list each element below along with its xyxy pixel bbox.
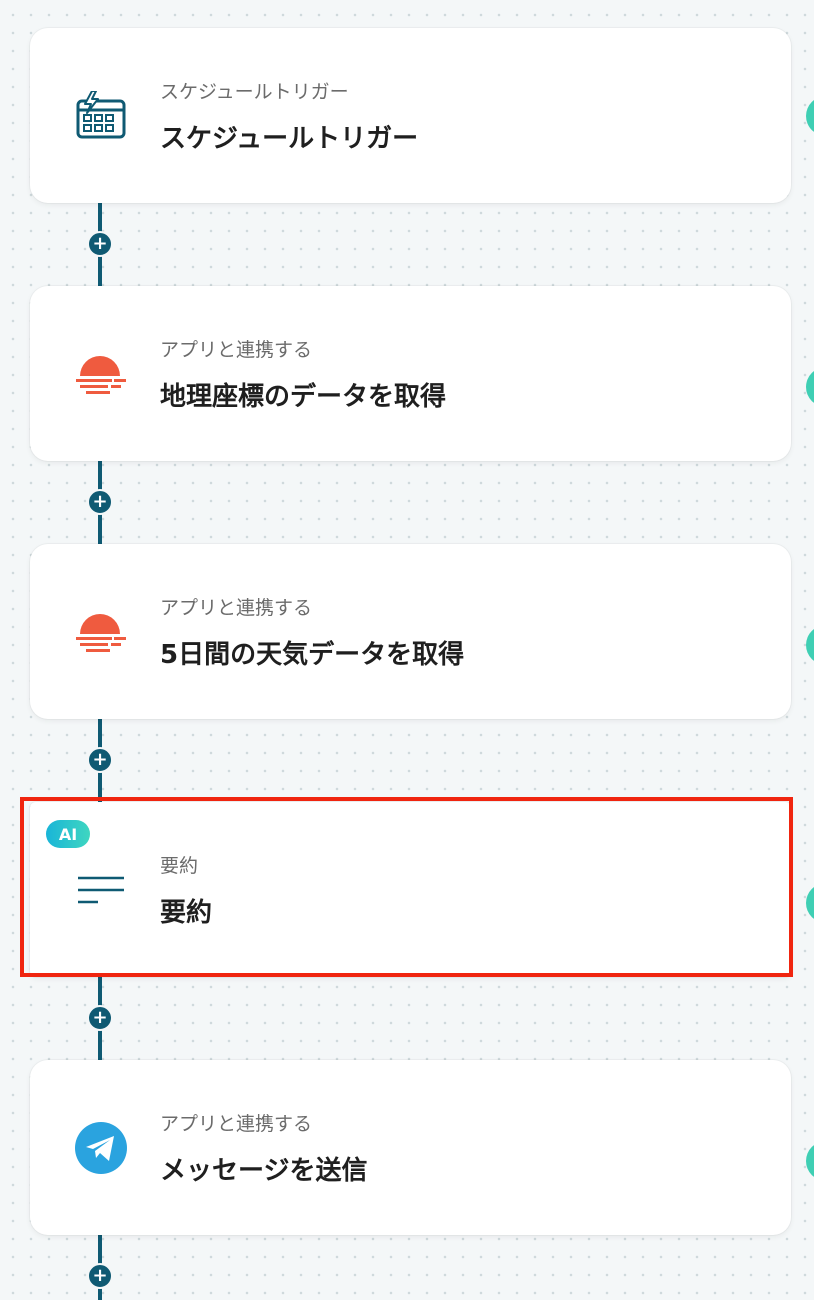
step-title: 地理座標のデータを取得 — [160, 381, 447, 412]
ai-badge: AI — [46, 820, 90, 848]
step-kind: アプリと連携する — [160, 1112, 313, 1135]
step-kind: 要約 — [160, 854, 199, 877]
step-kind: スケジュールトリガー — [160, 80, 349, 103]
step-card-schedule-trigger[interactable]: スケジュールトリガー スケジュールトリガー — [30, 28, 791, 203]
step-title: 要約 — [160, 897, 213, 928]
step-title: 5日間の天気データを取得 — [160, 639, 465, 670]
step-card-forecast[interactable]: アプリと連携する 5日間の天気データを取得 — [30, 544, 791, 719]
step-title: スケジュールトリガー — [160, 123, 419, 154]
add-step-button[interactable]: + — [87, 747, 113, 773]
add-step-button[interactable]: + — [87, 231, 113, 257]
add-step-button[interactable]: + — [87, 1005, 113, 1031]
summary-lines-icon — [74, 863, 128, 917]
add-step-button[interactable]: + — [87, 489, 113, 515]
step-card-summary[interactable]: 要約 要約 — [30, 802, 791, 977]
step-card-geocode[interactable]: アプリと連携する 地理座標のデータを取得 — [30, 286, 791, 461]
sunset-weather-icon — [74, 347, 128, 401]
add-step-button[interactable]: + — [87, 1263, 113, 1289]
step-status-dot[interactable] — [806, 367, 814, 407]
step-status-dot[interactable] — [806, 1141, 814, 1181]
step-status-dot[interactable] — [806, 96, 814, 136]
step-title: メッセージを送信 — [160, 1155, 368, 1186]
step-kind: アプリと連携する — [160, 338, 313, 361]
calendar-lightning-icon — [74, 89, 128, 143]
telegram-icon — [74, 1121, 128, 1175]
sunset-weather-icon — [74, 605, 128, 659]
step-kind: アプリと連携する — [160, 596, 313, 619]
step-card-telegram[interactable]: アプリと連携する メッセージを送信 — [30, 1060, 791, 1235]
step-status-dot[interactable] — [806, 883, 814, 923]
step-status-dot[interactable] — [806, 625, 814, 665]
